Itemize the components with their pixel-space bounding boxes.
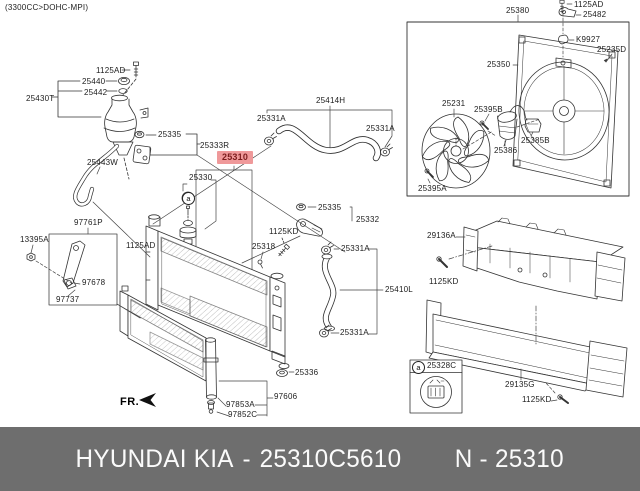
lower-radiator-hose-group: [319, 241, 384, 338]
part-callout-25380[interactable]: 25380: [506, 6, 530, 15]
part-callout-25331A[interactable]: 25331A: [366, 124, 395, 133]
part-callout-selected-25310[interactable]: 25310: [217, 151, 254, 164]
reference-marker-a: a: [412, 361, 425, 374]
footer-part-number: 25310C5610: [259, 444, 402, 473]
part-callout-29136A[interactable]: 29136A: [427, 231, 456, 240]
part-callout-25440[interactable]: 25440: [82, 77, 106, 86]
front-direction-label: FR.: [120, 396, 140, 408]
front-direction-arrow: [139, 393, 156, 407]
part-callout-97852C[interactable]: 97852C: [228, 410, 258, 419]
part-callout-25331A[interactable]: 25331A: [257, 114, 286, 123]
part-callout-25385B[interactable]: 25385B: [521, 136, 550, 145]
part-callout-25395B[interactable]: 25395B: [474, 105, 503, 114]
footer-brand: HYUNDAI KIA: [75, 444, 235, 473]
part-callout-25443W[interactable]: 25443W: [87, 158, 118, 167]
part-callout-25235D[interactable]: 25235D: [597, 45, 627, 54]
footer-text-row: HYUNDAI KIA - 25310C5610 N - 25310: [76, 445, 564, 474]
part-callout-25442[interactable]: 25442: [84, 88, 108, 97]
footer-part-bar: HYUNDAI KIA - 25310C5610 N - 25310: [0, 427, 640, 491]
footer-separator: -: [242, 444, 252, 473]
part-callout-25331A[interactable]: 25331A: [341, 244, 370, 253]
footer-reference: N - 25310: [455, 444, 565, 473]
part-callout-1125AD[interactable]: 1125AD: [574, 0, 604, 9]
legend-box-25328c: [409, 359, 463, 414]
part-callout-97853A[interactable]: 97853A: [226, 400, 255, 409]
reservoir-hose-and-strut-group: [26, 143, 151, 319]
part-callout-25482[interactable]: 25482: [583, 10, 607, 19]
diagram-line-art: [26, 0, 630, 417]
part-callout-29135G[interactable]: 29135G: [505, 380, 535, 389]
part-callout-97761P[interactable]: 97761P: [74, 218, 103, 227]
part-callout-25430T[interactable]: 25430T: [26, 94, 55, 103]
part-callout-25318[interactable]: 25318: [252, 242, 276, 251]
part-callout-25335[interactable]: 25335: [158, 130, 182, 139]
part-callout-25332[interactable]: 25332: [356, 215, 380, 224]
part-callout-25331A[interactable]: 25331A: [340, 328, 369, 337]
cooling-fan-module-group: [406, 0, 630, 197]
part-callout-25330[interactable]: 25330: [189, 173, 213, 182]
part-callout-25410L[interactable]: 25410L: [385, 285, 413, 294]
part-callout-25350[interactable]: 25350: [487, 60, 511, 69]
part-callout-25414H[interactable]: 25414H: [316, 96, 346, 105]
part-callout-1125AD[interactable]: 1125AD: [126, 241, 156, 250]
part-callout-1125KD[interactable]: 1125KD: [269, 227, 299, 236]
part-callout-25231[interactable]: 25231: [442, 99, 466, 108]
upper-radiator-hose-group: [264, 105, 393, 162]
part-callout-25335[interactable]: 25335: [318, 203, 342, 212]
part-callout-1125KD[interactable]: 1125KD: [522, 395, 552, 404]
part-callout-25336[interactable]: 25336: [295, 368, 319, 377]
part-callout-97737[interactable]: 97737: [56, 295, 80, 304]
part-callout-1125KD[interactable]: 1125KD: [429, 277, 459, 286]
part-callout-K9927[interactable]: K9927: [576, 35, 601, 44]
radiator-mount-bracket-group: [241, 203, 353, 264]
part-callout-25333R[interactable]: 25333R: [200, 141, 230, 150]
radiator-group: [145, 214, 295, 377]
part-callout-97678[interactable]: 97678: [82, 278, 106, 287]
reference-marker-a: a: [182, 192, 195, 205]
engine-variant-label: (3300CC>DOHC-MPI): [5, 3, 89, 12]
part-callout-25328C[interactable]: 25328C: [427, 361, 457, 370]
part-callout-1125AD[interactable]: 1125AD: [96, 66, 126, 75]
part-callout-13395A[interactable]: 13395A: [20, 235, 49, 244]
part-callout-25395A[interactable]: 25395A: [418, 184, 447, 193]
radiator-support-carrier-group: [409, 217, 628, 414]
part-callout-97606[interactable]: 97606: [274, 392, 298, 401]
coolant-reservoir-group: [51, 61, 149, 180]
part-callout-25386[interactable]: 25386: [494, 146, 518, 155]
